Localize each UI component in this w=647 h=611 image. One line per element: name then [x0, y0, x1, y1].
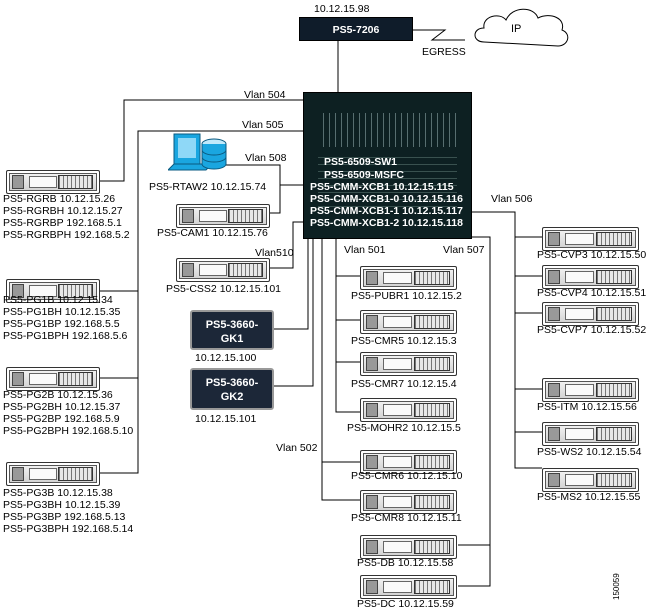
- server-cmr8: [360, 490, 457, 514]
- vlan-510-label: Vlan510: [255, 247, 294, 259]
- vlan-506-label: Vlan 506: [491, 193, 533, 205]
- itm-label: PS5-ITM 10.12.15.56: [537, 401, 637, 413]
- router-ps5-7206: PS5-7206: [299, 17, 413, 41]
- server-cvp3: [542, 227, 639, 251]
- server-pg3b: [6, 462, 100, 486]
- vlan-504-label: Vlan 504: [244, 89, 286, 101]
- mohr2-label: PS5-MOHR2 10.12.15.5: [347, 422, 461, 434]
- vlan-501-label: Vlan 501: [344, 244, 386, 256]
- server-ws2: [542, 422, 639, 446]
- dc-label: PS5-DC 10.12.15.59: [357, 598, 454, 610]
- switch-ps5-6509: PS5-6509-SW1 PS5-6509-MSFC PS5-CMM-XCB1 …: [303, 92, 472, 239]
- server-cvp4: [542, 265, 639, 289]
- vlan-502-label: Vlan 502: [276, 442, 318, 454]
- cam-label: PS5-CAM1 10.12.15.76: [157, 227, 268, 239]
- server-dc: [360, 575, 457, 599]
- server-pg1b: [6, 279, 100, 303]
- database-server-icon: [168, 133, 227, 171]
- server-itm: [542, 378, 639, 402]
- gatekeeper-gk2: PS5-3660- GK2: [190, 368, 274, 410]
- rtaw-label: PS5-RTAW2 10.12.15.74: [149, 181, 267, 193]
- server-cmr7: [360, 352, 457, 376]
- switch-line-5: PS5-CMM-XCB1-1 10.12.15.117: [310, 205, 463, 217]
- server-pubr1: [360, 266, 457, 290]
- ip-cloud-icon: [474, 8, 569, 47]
- gk2-ip: 10.12.15.101: [195, 413, 257, 425]
- server-css2: [176, 258, 270, 282]
- server-mohr2: [360, 398, 457, 422]
- cvp7-label: PS5-CVP7 10.12.15.52: [537, 324, 647, 336]
- figure-id: 150059: [612, 573, 621, 600]
- server-cmr6: [360, 450, 457, 474]
- server-pg2b: [6, 367, 100, 391]
- gk2-name: PS5-3660- GK2: [205, 377, 259, 403]
- cloud-label: IP: [511, 23, 522, 35]
- chassis-fan-tray: [318, 113, 457, 147]
- server-cmr5: [360, 310, 457, 334]
- cmr5-label: PS5-CMR5 10.12.15.3: [351, 335, 457, 347]
- chassis-slots: [318, 153, 457, 213]
- cmr6-label: PS5-CMR6 10.12.15.10: [351, 470, 463, 482]
- gatekeeper-gk1: PS5-3660- GK1: [190, 310, 274, 350]
- server-rgrb: [6, 170, 100, 194]
- cvp3-label: PS5-CVP3 10.12.15.50: [537, 249, 647, 261]
- vlan-505-label: Vlan 505: [242, 119, 284, 131]
- ws2-label: PS5-WS2 10.12.15.54: [537, 446, 642, 458]
- server-pg1b-labels: PS5-PG1B 10.12.15.34 PS5-PG1BH 10.12.15.…: [3, 294, 128, 342]
- router-ip: 10.12.15.98: [314, 3, 370, 15]
- gk1-ip: 10.12.15.100: [195, 352, 257, 364]
- egress-label: EGRESS: [422, 46, 466, 58]
- db-label: PS5-DB 10.12.15.58: [357, 557, 454, 569]
- server-pg3b-labels: PS5-PG3B 10.12.15.38 PS5-PG3BH 10.12.15.…: [3, 487, 134, 535]
- server-db: [360, 535, 457, 559]
- server-cam1: [176, 204, 270, 228]
- server-ms2: [542, 468, 639, 492]
- router-name: PS5-7206: [332, 24, 380, 36]
- pubr1-label: PS5-PUBR1 10.12.15.2: [351, 290, 462, 302]
- cmr8-label: PS5-CMR8 10.12.15.11: [351, 512, 462, 524]
- cmr7-label: PS5-CMR7 10.12.15.4: [351, 378, 457, 390]
- vlan-507-label: Vlan 507: [443, 244, 485, 256]
- server-pg2b-labels: PS5-PG2B 10.12.15.36 PS5-PG2BH 10.12.15.…: [3, 389, 134, 437]
- switch-line-1: PS5-6509-SW1: [324, 156, 397, 168]
- gk1-name: PS5-3660- GK1: [205, 319, 259, 345]
- switch-line-2: PS5-6509-MSFC: [324, 169, 404, 181]
- vlan-508-label: Vlan 508: [245, 152, 287, 164]
- switch-line-6: PS5-CMM-XCB1-2 10.12.15.118: [310, 217, 463, 229]
- server-rgrb-labels: PS5-RGRB 10.12.15.26 PS5-RGRBH 10.12.15.…: [3, 193, 130, 241]
- cvp4-label: PS5-CVP4 10.12.15.51: [537, 287, 647, 299]
- server-cvp7: [542, 302, 639, 326]
- css-label: PS5-CSS2 10.12.15.101: [166, 283, 281, 295]
- ms2-label: PS5-MS2 10.12.15.55: [537, 491, 641, 503]
- switch-line-3: PS5-CMM-XCB1 10.12.15.115: [310, 181, 454, 193]
- switch-line-4: PS5-CMM-XCB1-0 10.12.15.116: [310, 193, 463, 205]
